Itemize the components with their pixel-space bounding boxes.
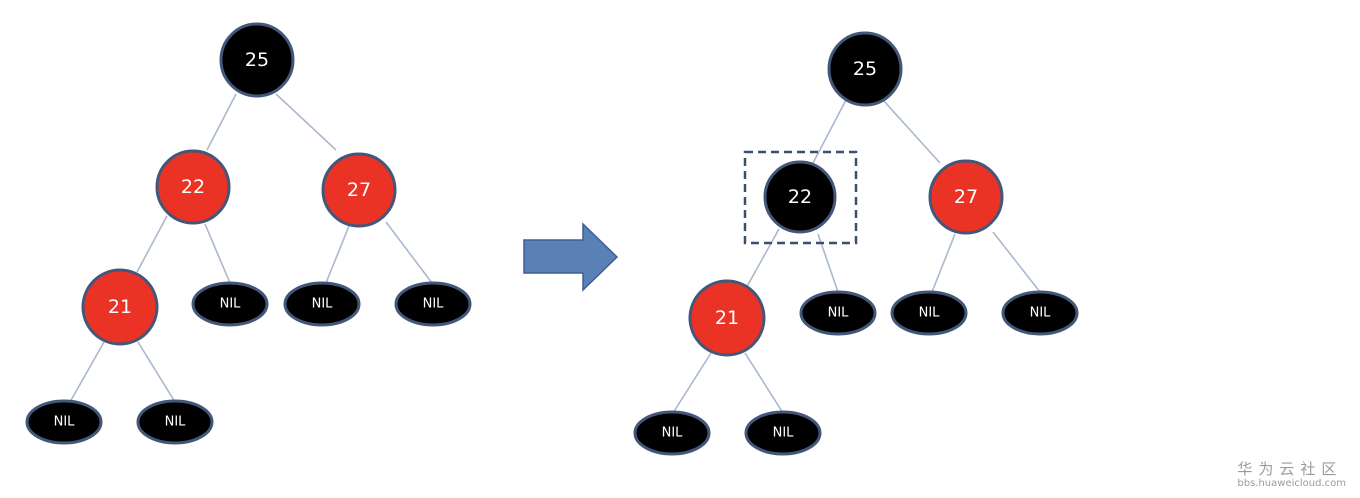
edge-27-nil-left bbox=[931, 233, 956, 293]
edge-22-nil bbox=[204, 223, 231, 284]
tree-node: 27 bbox=[928, 159, 1004, 235]
tree-after: 25 22 27 21 NIL NIL NIL NIL bbox=[633, 31, 1079, 456]
nil-node: NIL bbox=[25, 399, 103, 445]
node-label: NIL bbox=[1030, 306, 1052, 321]
tree-node: 22 bbox=[155, 149, 231, 225]
edge-27-nil-left bbox=[325, 225, 350, 284]
nil-node: NIL bbox=[136, 399, 214, 445]
watermark: 华为云社区 bbs.huaweicloud.com bbox=[1237, 460, 1346, 490]
node-label: NIL bbox=[662, 426, 684, 441]
node-label: NIL bbox=[165, 415, 187, 430]
edge-21-nil-right bbox=[137, 341, 176, 403]
node-label: 27 bbox=[347, 179, 371, 201]
tree-node: 22 bbox=[763, 160, 837, 234]
edge-27-nil-right bbox=[992, 231, 1041, 293]
tree-node: 21 bbox=[81, 268, 159, 346]
tree-node: 21 bbox=[688, 279, 766, 357]
node-label: 27 bbox=[954, 186, 978, 208]
tree-before: 25 22 27 21 NIL NIL NIL NIL bbox=[25, 22, 472, 445]
edge-22-21 bbox=[136, 215, 168, 273]
edge-21-nil-left bbox=[69, 341, 105, 403]
watermark-url: bbs.huaweicloud.com bbox=[1237, 478, 1346, 489]
nil-node: NIL bbox=[633, 410, 711, 456]
node-label: NIL bbox=[220, 297, 242, 312]
nil-node: NIL bbox=[191, 281, 269, 327]
edge-25-27 bbox=[882, 99, 941, 164]
tree-node: 25 bbox=[219, 22, 295, 98]
edge-22-21 bbox=[744, 228, 780, 291]
nil-node: NIL bbox=[1001, 290, 1079, 336]
node-label: 25 bbox=[853, 58, 877, 80]
watermark-title: 华为云社区 bbox=[1237, 460, 1343, 478]
tree-node: 27 bbox=[321, 152, 397, 228]
nil-node: NIL bbox=[799, 290, 877, 336]
tree-node: 25 bbox=[827, 31, 903, 107]
edge-25-22 bbox=[812, 99, 847, 164]
node-label: 22 bbox=[788, 186, 812, 208]
edge-27-nil-right bbox=[385, 221, 433, 284]
transform-arrow-icon bbox=[523, 222, 619, 292]
node-label: 22 bbox=[181, 176, 205, 198]
node-label: NIL bbox=[312, 297, 334, 312]
node-label: 25 bbox=[245, 49, 269, 71]
nil-node: NIL bbox=[394, 281, 472, 327]
edge-25-22 bbox=[206, 93, 237, 151]
edge-21-nil-left bbox=[672, 352, 712, 414]
nil-node: NIL bbox=[890, 290, 968, 336]
node-label: NIL bbox=[54, 415, 76, 430]
node-label: 21 bbox=[715, 307, 739, 329]
node-label: 21 bbox=[108, 296, 132, 318]
edge-21-nil-right bbox=[744, 352, 784, 414]
edge-25-27 bbox=[275, 93, 337, 151]
nil-node: NIL bbox=[283, 281, 361, 327]
nil-node: NIL bbox=[744, 410, 822, 456]
node-label: NIL bbox=[423, 297, 445, 312]
recolor-highlight-box bbox=[743, 150, 858, 245]
node-label: NIL bbox=[919, 306, 941, 321]
node-label: NIL bbox=[773, 426, 795, 441]
node-label: NIL bbox=[828, 306, 850, 321]
